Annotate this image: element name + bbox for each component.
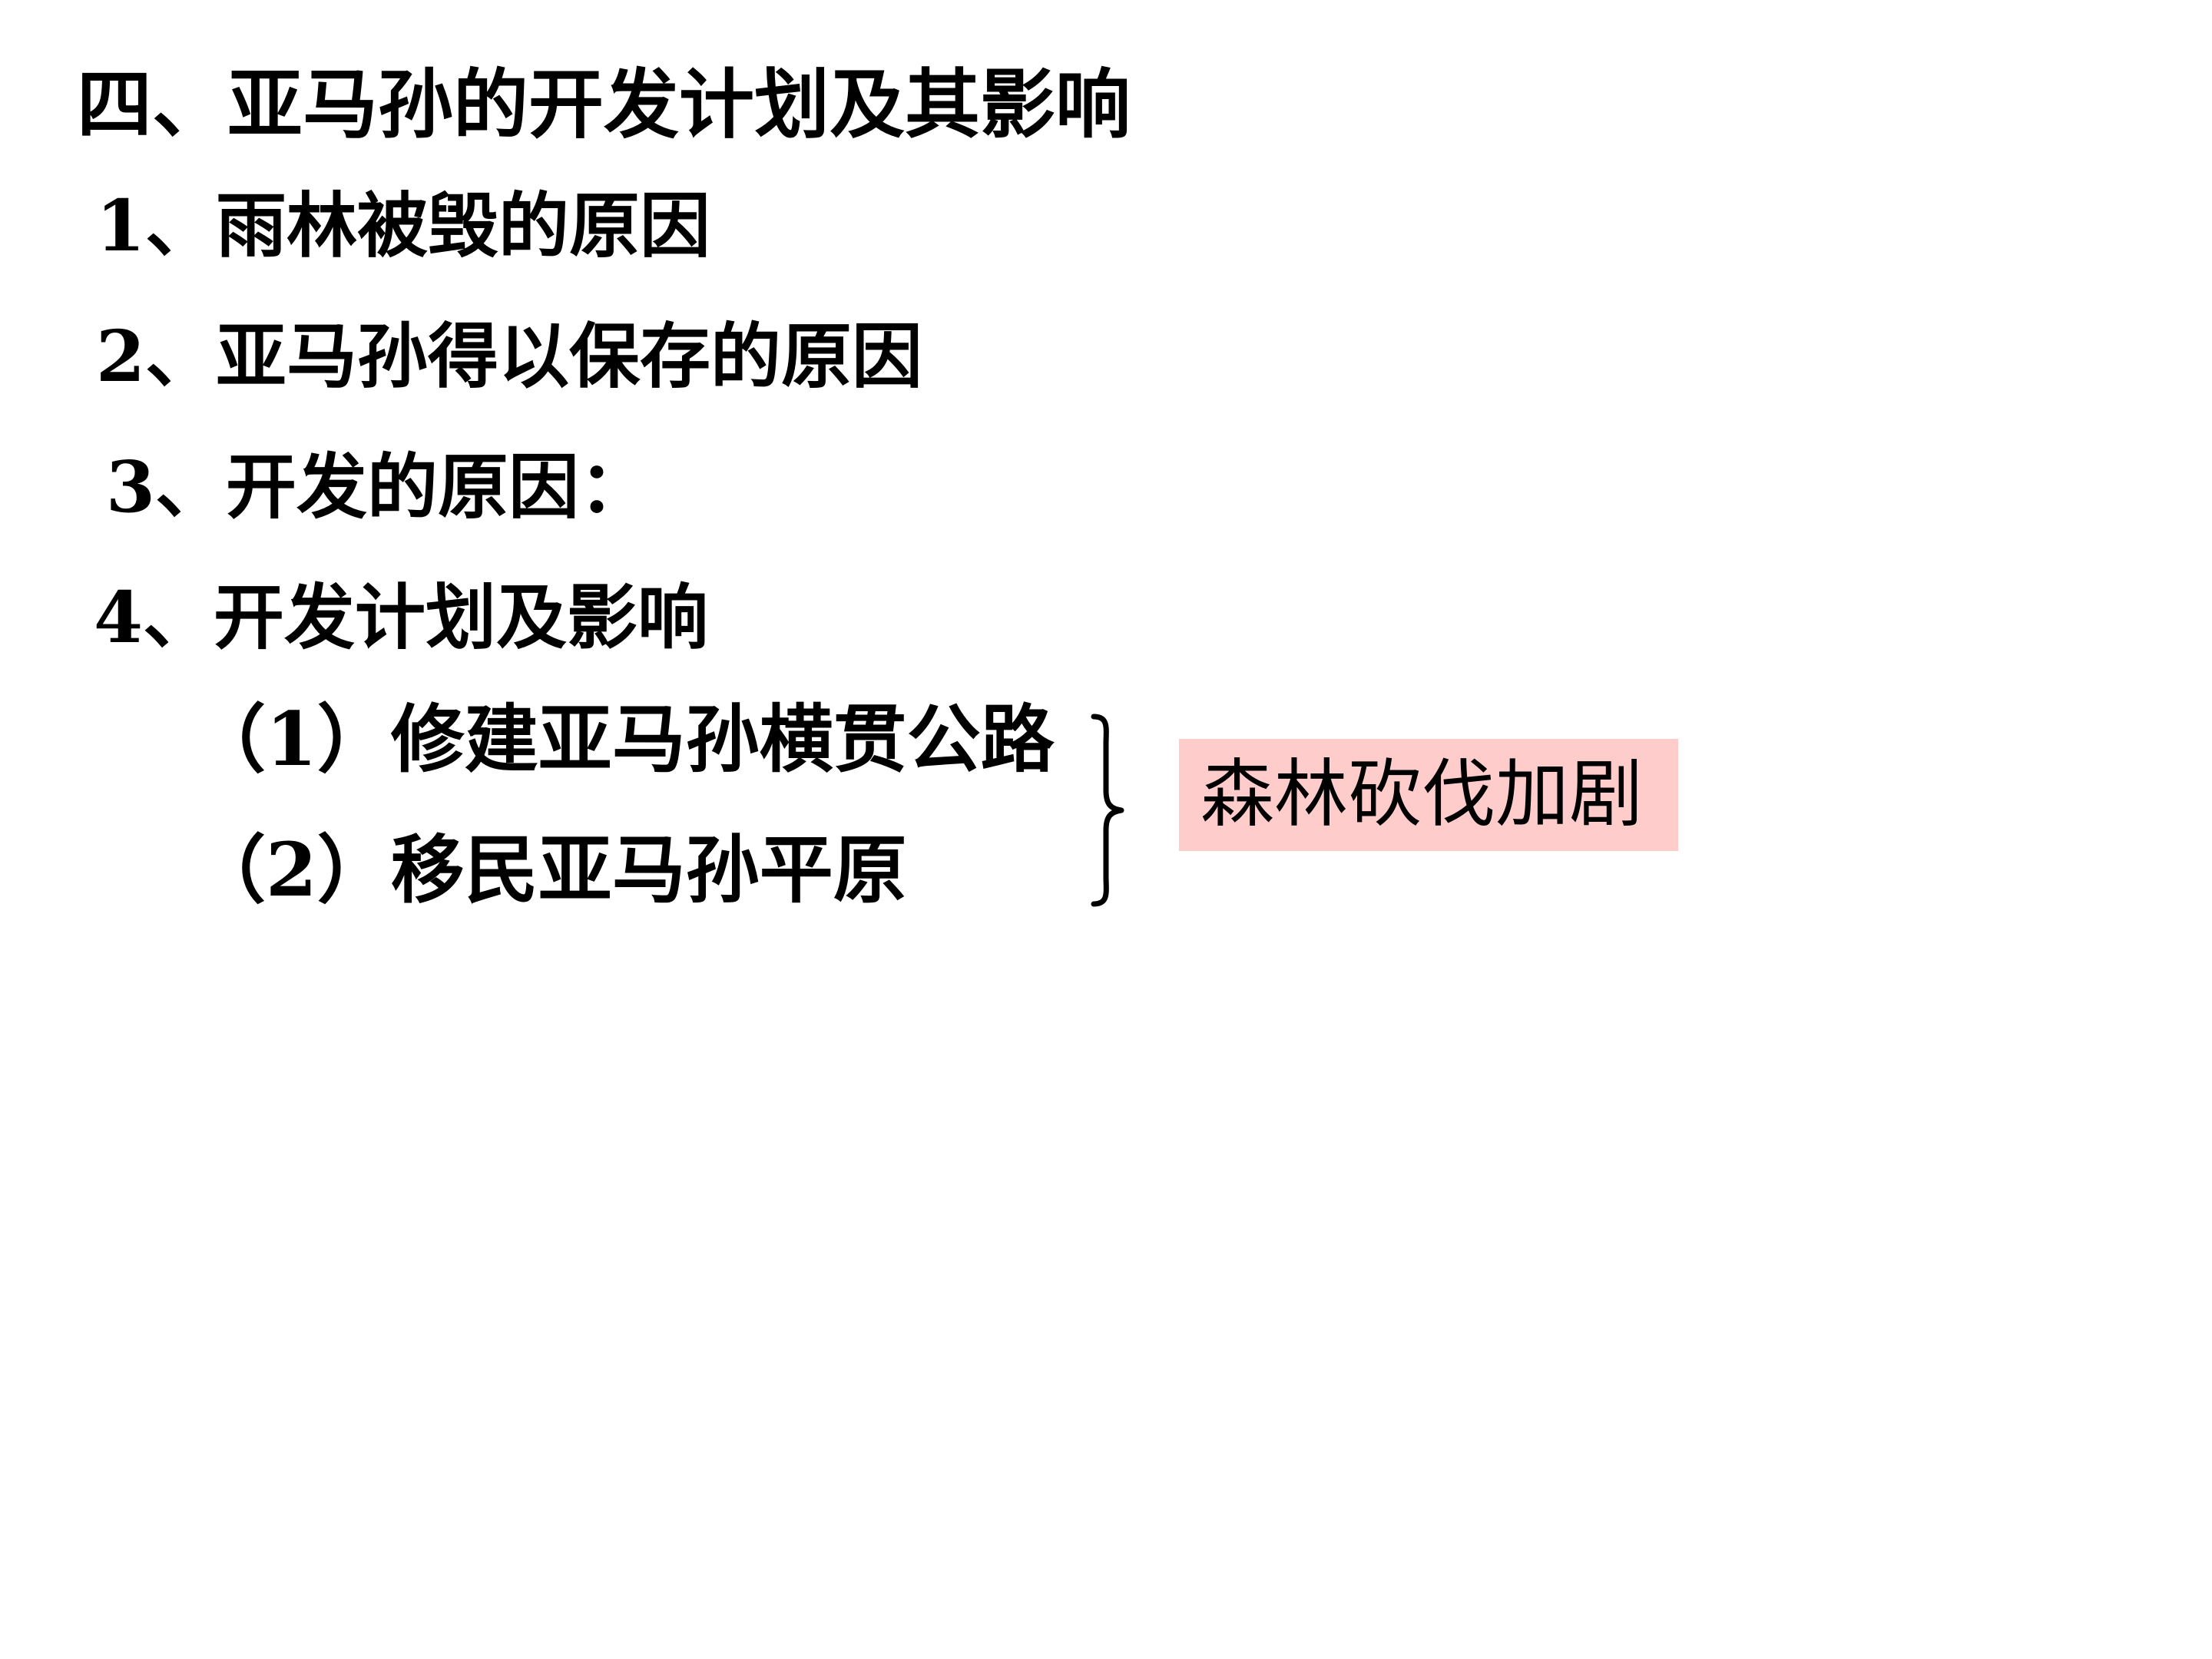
outline-item-3: 3、开发的原因：: [106, 445, 651, 528]
right-brace-icon: [1091, 714, 1124, 907]
outline-item-4: 4、开发计划及影响: [94, 576, 709, 659]
sub-item-2: （2）移民亚马孙平原: [192, 826, 907, 913]
slide-title: 四、亚马孙的开发计划及其影响: [77, 61, 1131, 149]
outline-item-1: 1、雨林被毁的原因: [96, 184, 711, 267]
result-text: 森林砍伐加剧: [1200, 751, 1643, 837]
result-highlight-box: 森林砍伐加剧: [1179, 739, 1678, 851]
outline-item-2: 2、亚马孙得以保存的原因: [96, 315, 923, 398]
sub-item-1: （1）修建亚马孙横贯公路: [192, 696, 1055, 783]
